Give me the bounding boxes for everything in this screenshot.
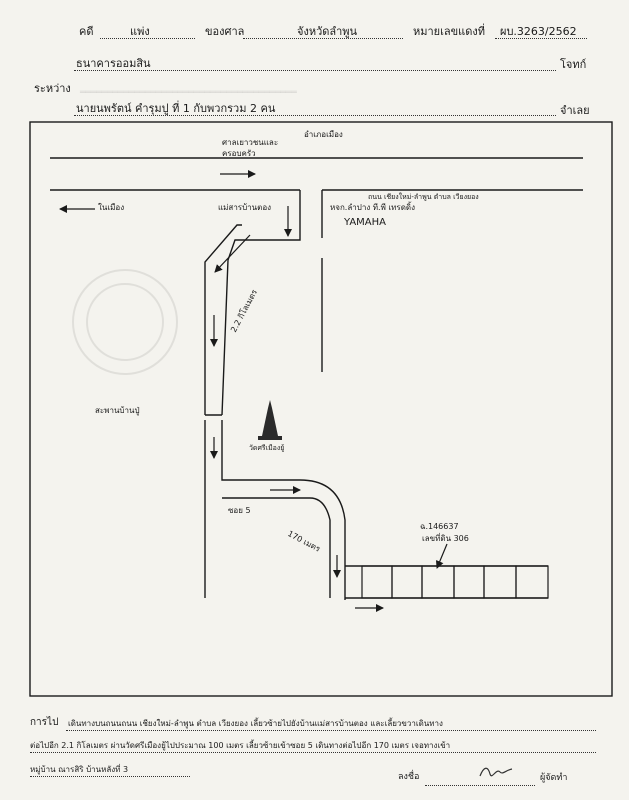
plaintiff-role: โจทก์ [560,58,587,71]
defendant-role: จำเลย [560,104,590,117]
defendant-line [74,115,556,116]
black-no-label: หมายเลขแดงที่ [413,25,485,38]
plaintiff-line [74,70,556,71]
house-4 [453,565,485,599]
map-label-house-no: เลขที่ดิน 306 [422,534,469,543]
map-label-bridge: สะพานบ้านปู่ [95,406,140,415]
province: จังหวัดลำพูน [297,25,358,38]
case-label: คดี [79,25,94,38]
house-5 [483,565,517,599]
map-label-police-post: ศาลเยาวชนและ ครอบครัว [222,138,279,158]
map-label-yamaha-sub: หจก.ลำปาง ที.พี เทรดดิ้ง [330,203,415,212]
arrow-to-house [436,543,448,569]
official-seal-stamp [72,269,178,375]
house-3-target [421,565,455,599]
case-type: แพ่ง [130,25,150,38]
map-label-soi: ซอย 5 [228,506,251,515]
signature-line [425,785,535,786]
map-label-lot-no: ฉ.146637 [420,522,459,531]
map-frame [29,121,613,697]
sign-label: ลงชื่อ [398,772,420,782]
soi-inner-edge [222,497,331,598]
directions-line-2: ต่อไปอีก 2.1 กิโลเมตร ผ่านวัดศรีเมืองยู้… [30,741,451,750]
house-1 [361,565,393,599]
black-no-line [495,38,587,39]
defendant: นายนพรัตน์ คำรุมปู ที่ 1 กับพวกรวม 2 คน [76,102,276,115]
signature-scribble [479,767,513,777]
directions-label: การไป [30,717,59,728]
directions-line-3-rule [30,776,190,777]
court-label: ของศาล [205,25,245,38]
directions-line-3: หมู่บ้าน ณารสิริ บ้านหลังที่ 3 [30,765,129,774]
map-label-district-office: อำเภอเมือง [304,130,343,139]
map-label-yamaha: YAMAHA [344,217,387,228]
arrow-turn-into-alley [214,234,251,273]
directions-line-2-rule [30,752,596,753]
map-label-village-alley: แม่สารบ้านตอง [218,203,272,212]
temple-icon [258,400,282,440]
directions-line-1-rule [66,730,596,731]
house-2 [391,565,423,599]
plaintiff: ธนาคารออมสิน [76,57,151,70]
side-road-right-edge [221,190,301,416]
bleed-through: ════════════════════════════════════════ [80,88,297,98]
side-road-left-edge [204,224,242,415]
between-label: ระหว่าง [34,82,71,95]
signer-role: ผู้จัดทำ [540,773,568,783]
directions-line-1: เดินทางบนถนนถนน เชียงใหม่-ลำพูน ตำบล เวี… [68,719,443,728]
map-label-main-road: ถนน เชียงใหม่-ลำพูน ตำบล เวียงยอง [368,193,479,201]
province-line [243,38,403,39]
case-type-line [100,38,195,39]
map-label-to-city: ในเมือง [98,203,125,212]
map-label-temple: วัดศรีเมืองยู้ [249,444,285,452]
road-lower-right [221,420,346,600]
house-6 [515,565,549,599]
black-no: ผบ.3263/2562 [500,25,577,38]
